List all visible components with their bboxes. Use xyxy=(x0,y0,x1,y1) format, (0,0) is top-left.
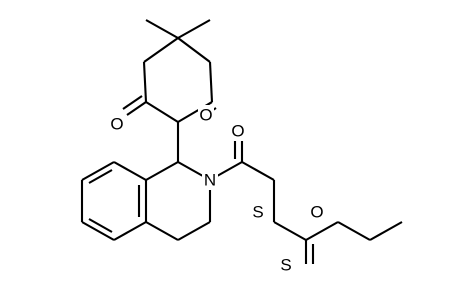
bond-ring-left xyxy=(142,61,148,103)
bond-c-o xyxy=(305,221,339,241)
atom-oxygen-left: O xyxy=(110,115,123,134)
bond-ketone-left-a xyxy=(126,101,147,116)
bond-benzene-2 xyxy=(113,221,147,241)
bond-o-ch2 xyxy=(337,221,371,241)
bond-ketone-left-b xyxy=(122,95,143,110)
bond-benzene-5-inner xyxy=(88,169,113,184)
bond-benzene-5 xyxy=(81,161,115,181)
atom-oxygen-amide: O xyxy=(231,122,244,141)
bonds xyxy=(80,19,403,264)
atom-sulfur-thioether: S xyxy=(252,203,263,222)
atom-labels: O O O N S O S xyxy=(109,105,325,275)
bond-methyl-left xyxy=(145,19,179,39)
atom-oxygen-ethoxy: O xyxy=(310,203,323,222)
atom-nitrogen: N xyxy=(204,171,216,190)
bond-ring-right xyxy=(208,61,214,103)
bond-carbonyl-ch2 xyxy=(241,161,275,181)
bond-ch2-ch3 xyxy=(369,221,403,241)
bond-benzene-6 xyxy=(113,161,147,181)
bond-ring-bottom-left xyxy=(145,101,179,123)
bond-s-c xyxy=(273,221,307,241)
bond-c3-c4 xyxy=(177,221,211,241)
bond-benzene-3 xyxy=(81,221,115,241)
bond-c8a-c1 xyxy=(145,161,179,181)
atom-oxygen-right: O xyxy=(199,106,212,125)
bond-benzene-3-inner xyxy=(88,218,113,233)
bond-c4-c4a xyxy=(145,221,179,241)
bond-ring-top-left xyxy=(143,37,179,63)
bond-ring-top-right xyxy=(177,37,211,63)
atom-sulfur-thione: S xyxy=(280,256,291,275)
bond-methyl-right xyxy=(177,19,211,39)
